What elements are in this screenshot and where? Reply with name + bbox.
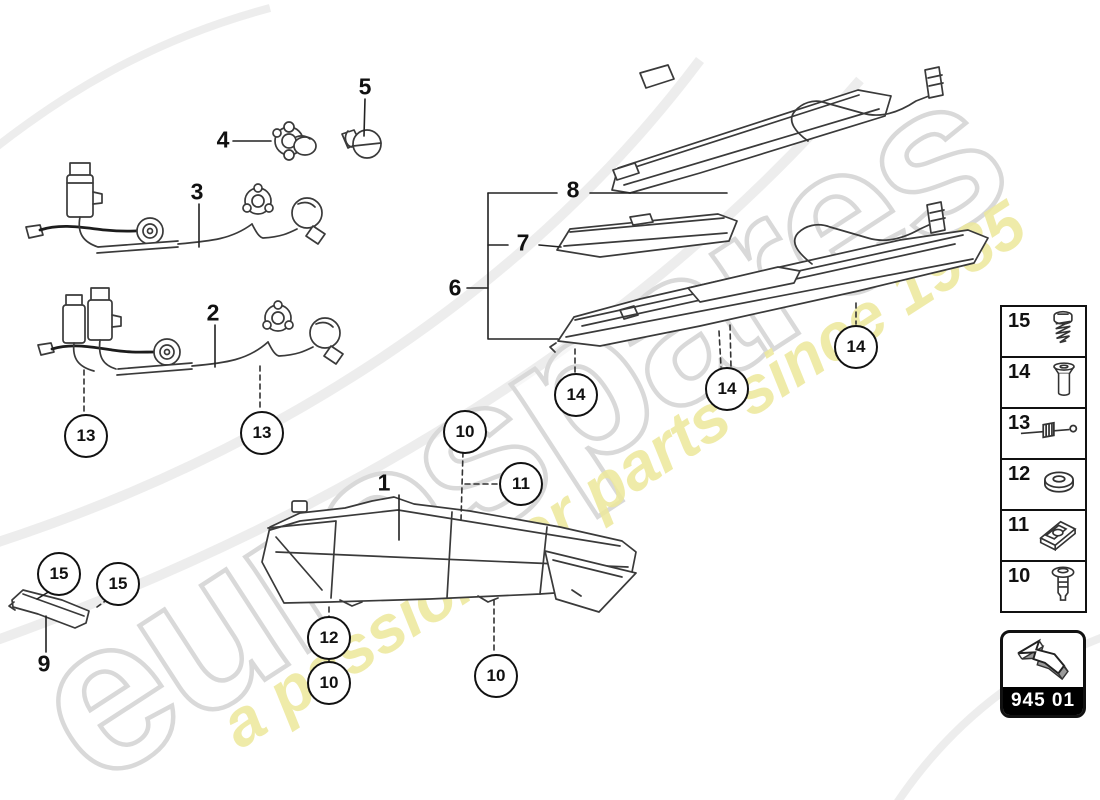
screw-icon bbox=[1045, 308, 1081, 355]
push-rivet-icon bbox=[1045, 562, 1081, 611]
legend-item-15: 15 bbox=[1002, 307, 1085, 358]
diagram-code: 945 01 bbox=[1003, 687, 1083, 715]
legend-item-number: 13 bbox=[1008, 412, 1031, 434]
lamp-7 bbox=[556, 213, 738, 258]
callout-14[interactable]: 14 bbox=[554, 373, 598, 417]
diagram-nav-box[interactable]: 945 01 bbox=[1000, 630, 1086, 718]
callout-14[interactable]: 14 bbox=[834, 325, 878, 369]
wiring-harness-2 bbox=[37, 287, 344, 376]
back-arrow-icon bbox=[1003, 633, 1083, 685]
bulb-socket-4 bbox=[272, 121, 317, 161]
legend-item-number: 11 bbox=[1008, 514, 1030, 536]
callout-15[interactable]: 15 bbox=[37, 552, 81, 596]
legend-item-14: 14 bbox=[1002, 358, 1085, 409]
callout-12[interactable]: 12 bbox=[307, 616, 351, 660]
fastener-legend: 15 14 13 12 11 10 bbox=[1000, 305, 1087, 613]
callout-13[interactable]: 13 bbox=[64, 414, 108, 458]
callout-10[interactable]: 10 bbox=[307, 661, 351, 705]
washer-icon bbox=[1037, 467, 1081, 502]
tail-light-1 bbox=[261, 496, 637, 613]
legend-item-number: 14 bbox=[1008, 361, 1031, 383]
legend-item-number: 10 bbox=[1008, 565, 1031, 587]
callout-11[interactable]: 11 bbox=[499, 462, 543, 506]
callout-10[interactable]: 10 bbox=[474, 654, 518, 698]
callout-13[interactable]: 13 bbox=[240, 411, 284, 455]
wiring-harness-3 bbox=[25, 162, 326, 254]
dashed-leaders bbox=[83, 302, 857, 664]
legend-item-11: 11 bbox=[1002, 511, 1085, 562]
callout-15[interactable]: 15 bbox=[96, 562, 140, 606]
legend-item-10: 10 bbox=[1002, 562, 1085, 611]
trim-strip-9 bbox=[8, 589, 90, 629]
callout-10[interactable]: 10 bbox=[443, 410, 487, 454]
legend-item-number: 12 bbox=[1008, 463, 1031, 485]
legend-item-12: 12 bbox=[1002, 460, 1085, 511]
countersunk-screw-icon bbox=[1047, 359, 1081, 406]
lamp-8 bbox=[611, 64, 892, 194]
cable-tie-icon bbox=[1019, 418, 1081, 449]
legend-item-13: 13 bbox=[1002, 409, 1085, 460]
legend-item-number: 15 bbox=[1008, 310, 1031, 332]
bulb-5 bbox=[341, 129, 382, 159]
clip-nut-icon bbox=[1033, 514, 1081, 557]
callout-14[interactable]: 14 bbox=[705, 367, 749, 411]
